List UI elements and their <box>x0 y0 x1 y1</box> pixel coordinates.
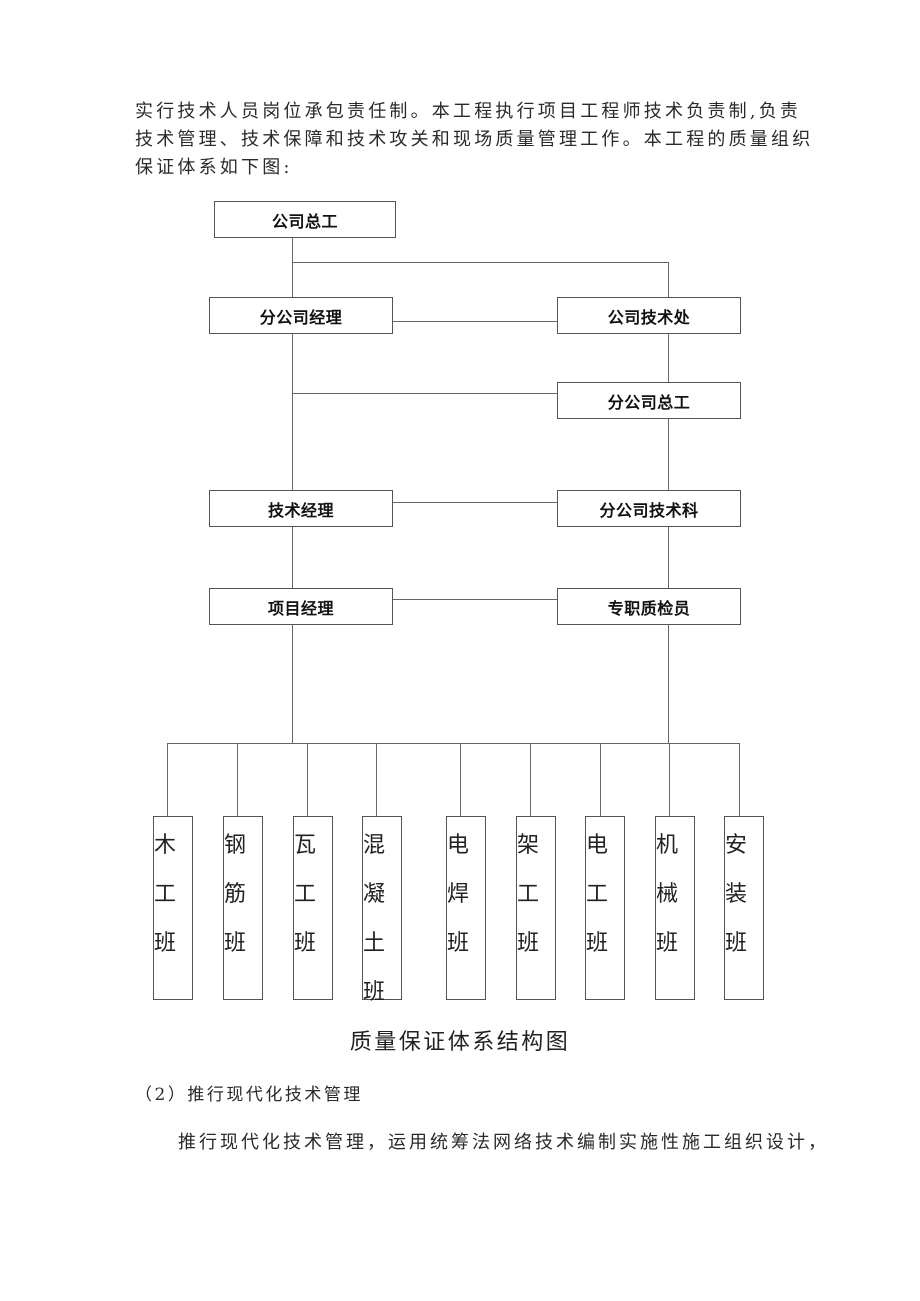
section-heading: （2）推行现代化技术管理 <box>135 1085 363 1105</box>
team-label: 机械班 <box>656 833 679 956</box>
team-label: 混凝土班 <box>363 833 386 1005</box>
team-box-welding: 电焊班 <box>446 816 486 1000</box>
box-quality-inspector: 专职质检员 <box>557 588 741 625</box>
connector <box>237 743 238 816</box>
figure-caption: 质量保证体系结构图 <box>349 1030 571 1055</box>
team-bus-line <box>167 743 739 744</box>
team-box-machinery: 机械班 <box>655 816 695 1000</box>
connector <box>292 237 293 297</box>
box-branch-chief-engineer: 分公司总工 <box>557 382 741 419</box>
intro-line-1: 实行技术人员岗位承包责任制。本工程执行项目工程师技术负责制,负责 <box>135 101 802 122</box>
connector <box>739 743 740 816</box>
box-branch-technical-section: 分公司技术科 <box>557 490 741 527</box>
box-project-manager: 项目经理 <box>209 588 393 625</box>
team-box-installation: 安装班 <box>724 816 764 1000</box>
team-box-masonry: 瓦工班 <box>293 816 333 1000</box>
team-label: 钢筋班 <box>224 833 247 956</box>
team-box-concrete: 混凝土班 <box>362 816 402 1005</box>
team-box-scaffolding: 架工班 <box>516 816 556 1000</box>
connector <box>392 599 557 600</box>
team-box-rebar: 钢筋班 <box>223 816 263 1000</box>
team-label: 架工班 <box>517 833 540 956</box>
intro-line-3: 保证体系如下图: <box>135 157 293 178</box>
connector <box>292 393 557 394</box>
connector <box>392 321 557 322</box>
connector <box>460 743 461 816</box>
box-company-chief-engineer: 公司总工 <box>214 201 396 238</box>
team-label: 电工班 <box>586 833 609 956</box>
box-company-technical-office: 公司技术处 <box>557 297 741 334</box>
team-label: 安装班 <box>725 833 748 956</box>
connector <box>669 743 670 816</box>
connector <box>530 743 531 816</box>
team-box-electrical: 电工班 <box>585 816 625 1000</box>
team-label: 木工班 <box>154 833 177 956</box>
connector <box>668 262 669 297</box>
connector <box>292 624 293 743</box>
box-branch-manager: 分公司经理 <box>209 297 393 334</box>
connector <box>376 743 377 816</box>
intro-paragraph: 实行技术人员岗位承包责任制。本工程执行项目工程师技术负责制,负责 技术管理、技术… <box>135 98 814 182</box>
box-technical-manager: 技术经理 <box>209 490 393 527</box>
team-box-carpentry: 木工班 <box>153 816 193 1000</box>
intro-line-2: 技术管理、技术保障和技术攻关和现场质量管理工作。本工程的质量组织 <box>135 129 814 150</box>
connector <box>668 526 669 588</box>
connector <box>600 743 601 816</box>
connector <box>307 743 308 816</box>
connector <box>668 418 669 490</box>
connector <box>292 526 293 588</box>
connector <box>392 502 557 503</box>
connector <box>292 262 669 263</box>
team-label: 瓦工班 <box>294 833 317 956</box>
connector <box>292 333 293 490</box>
connector <box>668 333 669 382</box>
connector <box>668 624 669 743</box>
team-label: 电焊班 <box>447 833 470 956</box>
connector <box>167 743 168 816</box>
section-body: 推行现代化技术管理，运用统筹法网络技术编制实施性施工组织设计， <box>178 1132 829 1153</box>
